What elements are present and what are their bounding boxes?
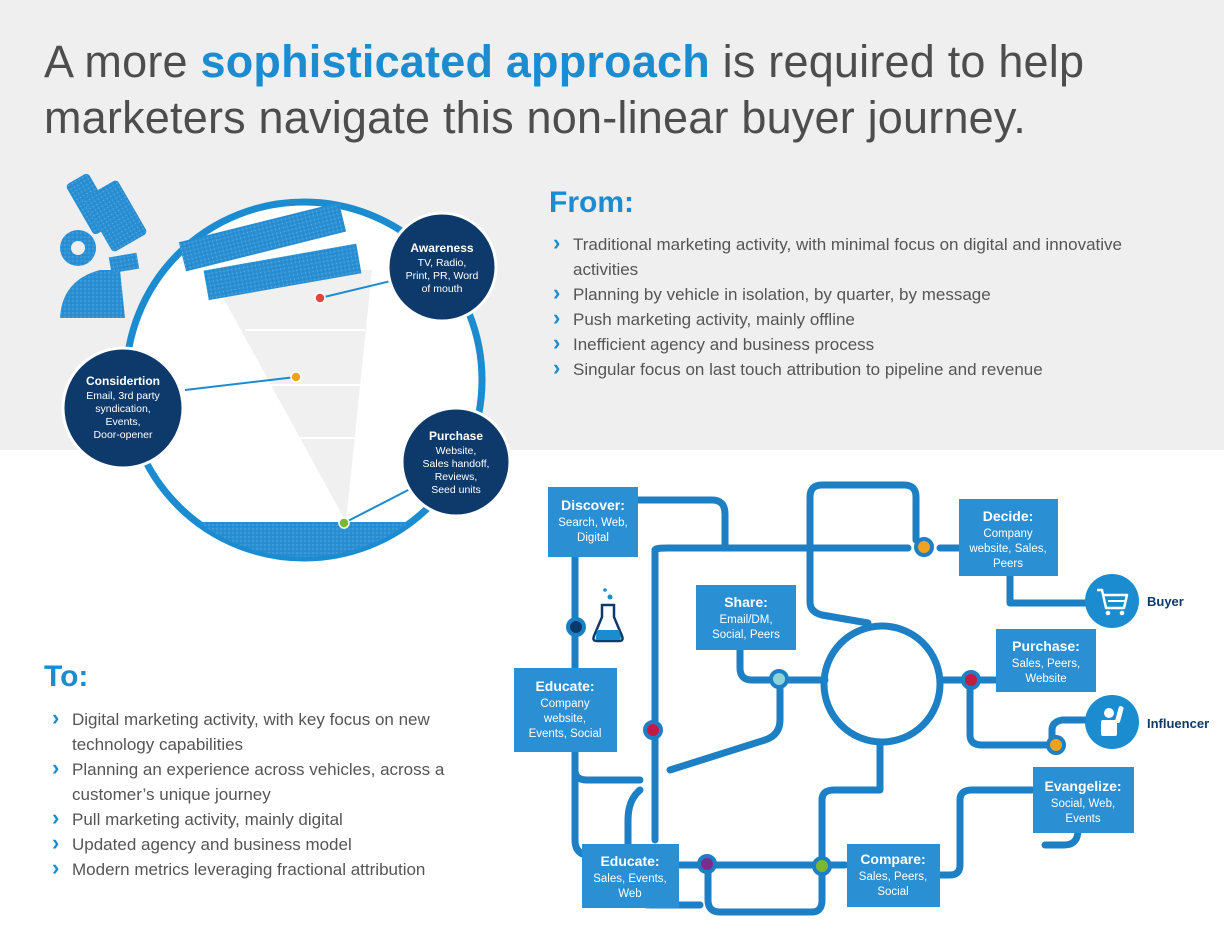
from-item: Inefficient agency and business process	[551, 330, 1131, 357]
to-item: Updated agency and business model	[50, 830, 490, 857]
share-line: Email/DM,	[719, 614, 772, 626]
journey-dot-maroon	[961, 670, 981, 690]
educate-top-title: Educate:	[535, 678, 594, 694]
share-title: Share:	[724, 594, 768, 610]
to-title: To:	[44, 660, 89, 693]
to-item: Digital marketing activity, with key foc…	[50, 705, 490, 757]
educate-top-line: Company	[540, 698, 589, 710]
discover-box	[548, 487, 638, 557]
from-item: Singular focus on last touch attribution…	[551, 355, 1131, 382]
buyer-label: Buyer	[1147, 594, 1184, 609]
educate-bottom-title: Educate:	[600, 853, 659, 869]
evangelize-title: Evangelize:	[1044, 778, 1121, 794]
decide-line: Peers	[993, 558, 1023, 570]
discover-title: Discover:	[561, 497, 625, 513]
evangelize-line: Events	[1065, 813, 1100, 825]
to-item: Planning an experience across vehicles, …	[50, 755, 490, 807]
from-title: From:	[549, 186, 634, 219]
educate-top-line: Events, Social	[529, 728, 602, 740]
purchase-line: Reviews,	[435, 471, 478, 483]
journey-dot-orange	[914, 537, 934, 557]
from-list: Traditional marketing activity, with min…	[551, 230, 1131, 382]
lens-floor	[127, 522, 481, 557]
educate-top-box	[514, 668, 617, 752]
from-item: Push marketing activity, mainly offline	[551, 305, 1131, 332]
educate-bottom-line: Web	[618, 888, 641, 900]
journey-dot-navy	[566, 617, 586, 637]
purchase-line: Sales, Peers,	[1012, 658, 1080, 670]
to-item: Modern metrics leveraging fractional att…	[50, 855, 490, 882]
share-line: Social, Peers	[712, 629, 780, 641]
share-box	[696, 585, 796, 650]
influencer-label: Influencer	[1147, 716, 1209, 731]
purchase-line: Seed units	[431, 484, 481, 496]
decide-box	[959, 499, 1058, 576]
headline-post: is required to help marketers navigate t…	[44, 36, 1085, 143]
journey-dot-green	[812, 856, 832, 876]
evangelize-line: Social, Web,	[1051, 798, 1115, 810]
discover-line: Search, Web,	[558, 517, 627, 529]
journey-dot-teal	[769, 669, 789, 689]
decide-line: Company	[983, 528, 1032, 540]
to-item: Pull marketing activity, mainly digital	[50, 805, 490, 832]
evangelize-box	[1033, 767, 1134, 833]
journey-boxes	[514, 487, 1134, 908]
purchase-box	[996, 629, 1096, 692]
purchase-line: Sales handoff,	[423, 458, 490, 470]
headline: A more sophisticated approach is require…	[44, 34, 1194, 146]
purchase-line: Website	[1025, 673, 1066, 685]
discover-line: Digital	[577, 532, 609, 544]
journey-dot-purple	[697, 854, 717, 874]
educate-bottom-box	[582, 844, 679, 908]
compare-title: Compare:	[860, 851, 925, 867]
purchase-title: Purchase:	[1012, 638, 1080, 654]
compare-box	[847, 844, 940, 907]
journey-dot-orange	[1046, 735, 1066, 755]
from-item: Traditional marketing activity, with min…	[551, 230, 1131, 282]
educate-top-line: website,	[543, 713, 586, 725]
headline-pre: A more	[44, 36, 201, 87]
to-list: Digital marketing activity, with key foc…	[50, 705, 490, 882]
influencer-icon	[1085, 695, 1139, 749]
compare-line: Social	[877, 886, 908, 898]
journey-paths	[571, 481, 1094, 916]
cart-icon	[1085, 574, 1139, 628]
purchase-dot	[338, 517, 350, 529]
compare-line: Sales, Peers,	[859, 871, 927, 883]
decide-line: website, Sales,	[968, 543, 1046, 555]
flask-icon	[592, 588, 624, 643]
headline-highlight: sophisticated approach	[200, 36, 710, 87]
decide-title: Decide:	[983, 508, 1034, 524]
from-item: Planning by vehicle in isolation, by qua…	[551, 280, 1131, 307]
journey-dot-red	[643, 720, 663, 740]
educate-bottom-line: Sales, Events,	[593, 873, 667, 885]
